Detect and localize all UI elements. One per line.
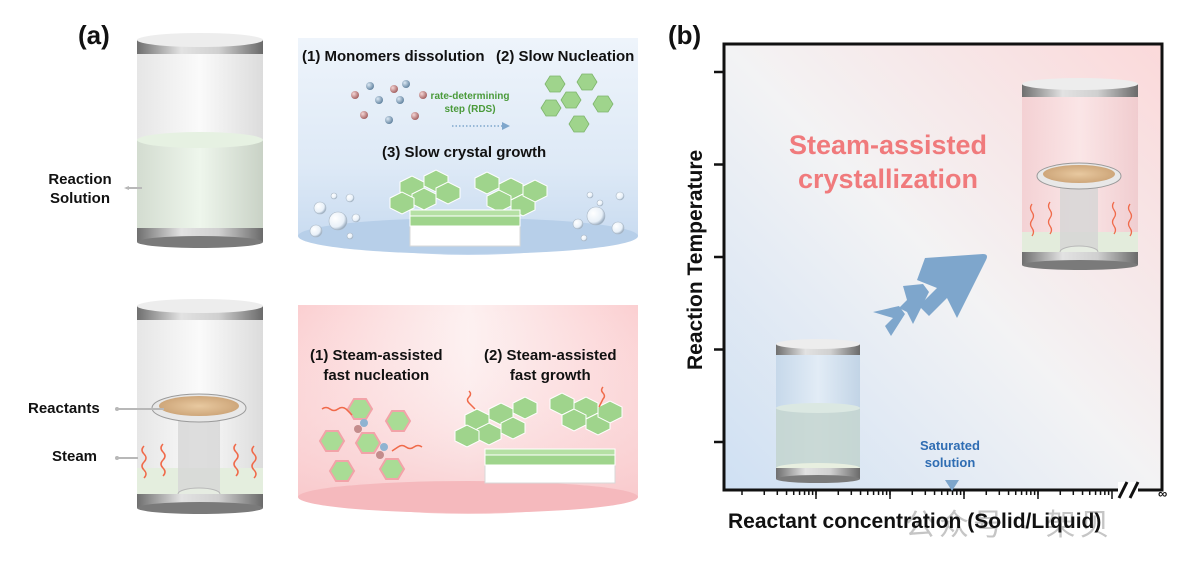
rds-label-line1: rate-determining [430, 91, 510, 102]
step-fast-nucleation-line1: (1) Steam-assisted [310, 347, 443, 364]
pointer-arrow-icon [124, 186, 142, 190]
highlight-line2: crystallization [797, 164, 979, 194]
x-axis-ticks [741, 491, 1113, 499]
reaction-vessel-low-temp [776, 339, 860, 483]
step-fast-nucleation-line2: fast nucleation [323, 367, 430, 384]
fast-nuclei-hexagons [318, 398, 423, 482]
step-fast-nucleation: (1) Steam-assisted fast nucleation [310, 346, 443, 386]
steam-vessel [137, 299, 263, 514]
step-slow-nucleation: (2) Slow Nucleation [496, 48, 635, 65]
saturated-line1: Saturated [920, 438, 980, 453]
rds-label-line2: step (RDS) [444, 104, 496, 115]
steam-pointer-icon [115, 456, 138, 460]
step-slow-crystal-growth: (3) Slow crystal growth [382, 144, 547, 161]
reaction-vessel-top [137, 33, 263, 248]
y-axis-ticks [714, 70, 724, 444]
step-fast-growth-line1: (2) Steam-assisted [484, 347, 617, 364]
steam-wave-icons [141, 443, 257, 479]
monomer-molecules [351, 80, 427, 124]
nuclei-hexagons [540, 73, 614, 133]
saturated-line2: solution [924, 455, 976, 470]
steam-assisted-crystallization-label: Steam-assisted crystallization [758, 128, 1018, 196]
highlight-line1: Steam-assisted [788, 130, 988, 160]
saturation-marker-triangle-down-icon [945, 480, 959, 491]
rds-arrow-icon [452, 122, 510, 130]
step-monomers-dissolution: (1) Monomers dissolution [302, 48, 485, 65]
y-axis-label: Reaction Temperature [684, 149, 707, 370]
bubbles-left [309, 192, 361, 240]
reaction-solution-label-line1: Reaction [48, 171, 112, 188]
rds-label: rate-determining step (RDS) [430, 90, 510, 116]
watermark: 公众号 · 架贝 [905, 509, 1114, 542]
stacked-crystal [409, 209, 521, 247]
reactants-label: Reactants [28, 400, 100, 417]
reaction-solution-label: Reaction Solution [40, 170, 120, 208]
step-fast-growth: (2) Steam-assisted fast growth [484, 346, 617, 386]
panel-a-label: (a) [78, 20, 110, 50]
step-fast-growth-line2: fast growth [509, 367, 591, 384]
infinity-label: ∞ [1158, 486, 1168, 501]
reaction-solution-label-line2: Solution [50, 190, 110, 207]
triple-chevron-arrow-icon [873, 254, 987, 336]
reactants-pointer-icon [115, 407, 164, 411]
bubbles-right [572, 191, 625, 242]
axis-break-icon [1117, 481, 1140, 499]
panel-b-label: (b) [668, 20, 702, 50]
x-axis-label: Reactant concentration (Solid/Liquid) [728, 510, 1102, 533]
steam-vessel-high-temp [1022, 78, 1138, 270]
steam-label: Steam [52, 448, 98, 465]
crystal-sheets-fast [454, 386, 623, 484]
saturated-solution-label: Saturated solution [905, 437, 995, 471]
crystal-sheets-slow [389, 169, 548, 247]
